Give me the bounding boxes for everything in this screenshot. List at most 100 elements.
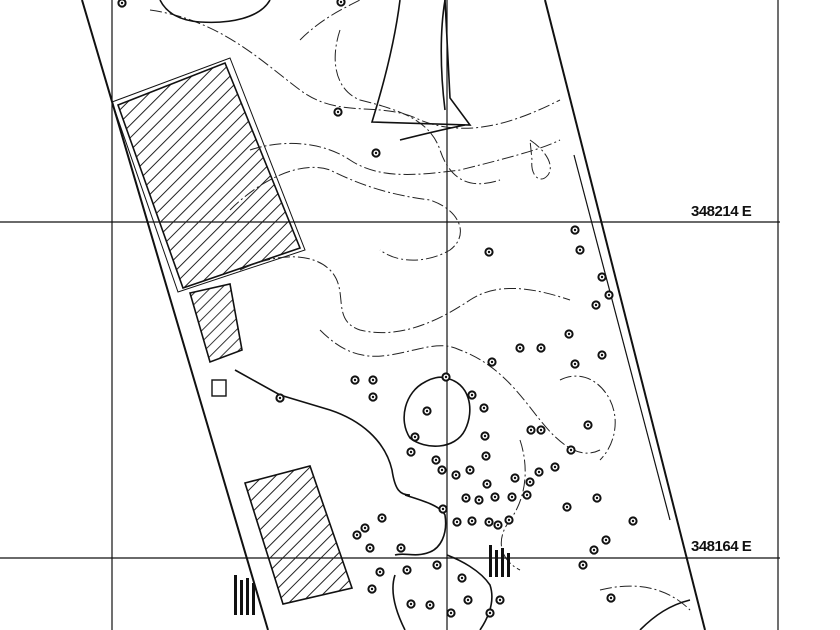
cluster-bar	[489, 545, 492, 577]
survey-point-center	[493, 495, 497, 499]
cluster-bar	[246, 578, 249, 615]
survey-point-center	[413, 435, 417, 439]
survey-lines	[159, 0, 691, 630]
boundary-inner-edge	[573, 154, 671, 521]
survey-point-center	[567, 332, 571, 336]
contour-3	[249, 139, 561, 175]
survey-point-center	[440, 468, 444, 472]
survey-point-center	[510, 495, 514, 499]
survey-point-center	[444, 375, 448, 379]
survey-point-center	[581, 563, 585, 567]
survey-point-center	[600, 275, 604, 279]
survey-point-center	[434, 458, 438, 462]
survey-point-center	[529, 428, 533, 432]
survey-point-center	[466, 598, 470, 602]
building-north-outline	[111, 57, 306, 293]
survey-point-center	[539, 346, 543, 350]
survey-point-center	[374, 151, 378, 155]
contour-5	[319, 329, 601, 454]
contour-6	[334, 29, 501, 185]
survey-point-center	[441, 507, 445, 511]
survey-point-center	[399, 546, 403, 550]
survey-point-center	[435, 563, 439, 567]
contour-4	[239, 256, 571, 334]
cluster-bar	[501, 548, 504, 577]
contour-10	[599, 585, 691, 611]
survey-point-center	[477, 498, 481, 502]
survey-point-center	[470, 393, 474, 397]
survey-point-center	[363, 526, 367, 530]
track-north	[370, 0, 472, 126]
survey-point-center	[409, 602, 413, 606]
survey-point-center	[488, 611, 492, 615]
survey-point-center	[607, 293, 611, 297]
survey-point-center	[378, 570, 382, 574]
track-north-2	[440, 0, 446, 111]
arc-line-center	[399, 124, 466, 141]
contour-7	[529, 138, 551, 180]
survey-point-center	[455, 520, 459, 524]
survey-point-center	[600, 353, 604, 357]
survey-point-center	[336, 110, 340, 114]
survey-point-center	[498, 598, 502, 602]
survey-point-center	[528, 480, 532, 484]
grid-label-lower: 348164 E	[691, 538, 752, 555]
survey-point-center	[468, 468, 472, 472]
survey-point-center	[569, 448, 573, 452]
path-south	[394, 494, 447, 556]
survey-point-center	[370, 587, 374, 591]
pond-outline	[403, 376, 471, 447]
cluster-bar	[495, 550, 498, 577]
survey-point-center	[578, 248, 582, 252]
symbol-cluster-right	[489, 545, 510, 577]
survey-point-center	[565, 505, 569, 509]
grid-lines	[0, 0, 780, 630]
survey-point-center	[353, 378, 357, 382]
survey-point-center	[592, 548, 596, 552]
survey-point-center	[409, 450, 413, 454]
survey-point-center	[483, 434, 487, 438]
survey-point-center	[573, 228, 577, 232]
survey-point-center	[631, 519, 635, 523]
survey-point-center	[573, 362, 577, 366]
survey-point-center	[487, 250, 491, 254]
survey-point-center	[470, 519, 474, 523]
survey-point-center	[513, 476, 517, 480]
survey-point-center	[594, 303, 598, 307]
buildings	[111, 57, 354, 605]
cluster-bar	[240, 580, 243, 615]
survey-point-center	[595, 496, 599, 500]
survey-point-center	[539, 428, 543, 432]
survey-point-center	[368, 546, 372, 550]
small-structure	[211, 379, 227, 397]
survey-point-center	[484, 454, 488, 458]
path-south-2	[446, 554, 493, 630]
survey-point-center	[525, 493, 529, 497]
survey-point-center	[405, 568, 409, 572]
building-middle	[188, 283, 243, 364]
grid-label-upper: 348214 E	[691, 203, 752, 220]
survey-point-center	[428, 603, 432, 607]
fence-line-west	[234, 369, 411, 496]
survey-point-center	[609, 596, 613, 600]
survey-point-center	[339, 0, 343, 4]
curve-right-south	[639, 599, 691, 630]
survey-point-center	[380, 516, 384, 520]
building-north	[116, 61, 302, 290]
symbol-cluster-left	[234, 575, 255, 615]
survey-point-center	[490, 360, 494, 364]
survey-point-center	[355, 533, 359, 537]
boundary-right-edge	[544, 0, 706, 630]
survey-point-center	[460, 576, 464, 580]
survey-point-center	[482, 406, 486, 410]
contour-9	[559, 375, 616, 461]
contour-8	[500, 439, 526, 571]
survey-point-center	[518, 346, 522, 350]
survey-point-center	[485, 482, 489, 486]
contour-1	[149, 9, 561, 129]
survey-point-center	[586, 423, 590, 427]
survey-points	[117, 0, 638, 618]
survey-point-center	[496, 523, 500, 527]
cluster-bar	[507, 553, 510, 577]
